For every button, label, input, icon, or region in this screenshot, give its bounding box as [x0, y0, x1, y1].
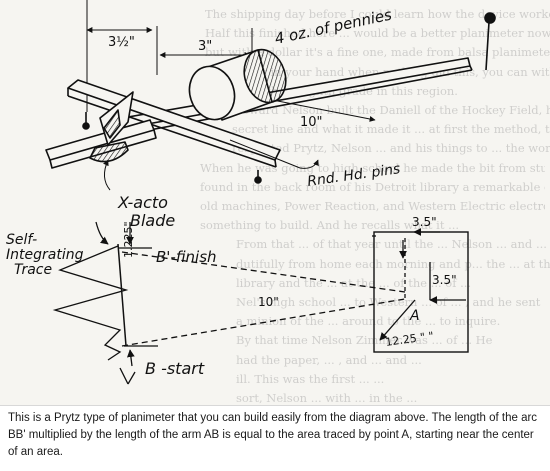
label-blade-1: X-acto — [117, 193, 168, 212]
background-text-line: a minion of the ... around to the ... to… — [236, 314, 501, 329]
arc-line — [117, 243, 127, 347]
background-text-line: When he was going to high school he made… — [200, 160, 545, 175]
caption-text: This is a Prytz type of planimeter that … — [8, 412, 538, 458]
label-b-start: B -start — [145, 359, 205, 378]
background-page-text: The shipping day before I could learn ho… — [200, 7, 550, 405]
label-b-finish: B'-finish — [156, 248, 217, 266]
background-text-line: respected Prytz, Nelson ... and his thin… — [232, 141, 550, 156]
background-text-line: had the paper, ... , and ... and ... — [236, 352, 422, 367]
dim-top-right: 3" — [198, 39, 212, 54]
background-text-line: old machines, Power Reaction, and Wester… — [200, 199, 545, 213]
background-text-line: From that ... of that year until the ...… — [236, 237, 547, 252]
background-text-line: something to build. And he recalls what … — [200, 218, 460, 233]
dim-square-diag: 12.25 " " — [385, 329, 435, 349]
label-pins: Rnd. Hd. pins — [306, 161, 401, 190]
background-text-line: dutifully from home each morning and p..… — [236, 256, 550, 271]
dim-square-top: 3.5" — [412, 215, 437, 229]
trace-curve — [52, 245, 129, 361]
dim-arm-bottom: 10" — [258, 295, 279, 309]
dim-arc: 1.225" — [122, 221, 135, 258]
background-text-line: Nel's high school ... to Western ... of … — [236, 295, 541, 309]
background-text-line: found in the back room of his Detroit li… — [200, 179, 545, 194]
background-text-line: The shipping day before I could learn ho… — [205, 7, 550, 21]
background-text-line: secret line and what it made it ... at f… — [232, 122, 550, 137]
right-pin — [485, 21, 490, 71]
lower-diagram — [52, 221, 469, 385]
cross-bar — [67, 79, 281, 161]
label-trace-2: Integrating — [6, 247, 84, 263]
dim-top-left: 3½" — [108, 35, 135, 50]
label-trace-3: Trace — [14, 262, 52, 278]
figure-caption: This is a Prytz type of planimeter that … — [0, 405, 550, 471]
background-text-line: sort, Nelson ... with ... in the ... — [236, 391, 418, 405]
label-weight: 4 oz. of pennies — [273, 6, 393, 48]
planimeter-sketch — [45, 12, 496, 184]
planimeter-diagram: 3½" 3" 4 oz. of pennies 10" Rnd. Hd. pin… — [6, 0, 496, 385]
dim-arm-top: 10" — [300, 115, 323, 130]
background-text-line: library and the ... at the ... of the ..… — [236, 275, 472, 290]
background-text-line: but with a dollar it's a fine one, made … — [205, 45, 550, 60]
arm-dashed-bottom — [121, 298, 406, 347]
label-blade-2: Blade — [130, 211, 175, 230]
dim-square-right: 3.5" — [432, 273, 457, 287]
label-trace-1: Self- — [6, 232, 37, 248]
xacto-blade — [89, 141, 129, 163]
background-text-line: ill. This was the first ... ... — [236, 371, 385, 386]
leader-lines — [103, 139, 319, 191]
label-point-a: A — [409, 308, 420, 324]
arm-dashed-top — [121, 251, 406, 293]
background-text-line: you hold it in your hand when nothing di… — [205, 64, 550, 79]
background-text-line: By that time Nelson Zimmer was ... of ..… — [236, 333, 493, 348]
pennies-cylinder — [188, 48, 287, 121]
background-text-line: Half this finished here ... would be a b… — [205, 26, 550, 41]
